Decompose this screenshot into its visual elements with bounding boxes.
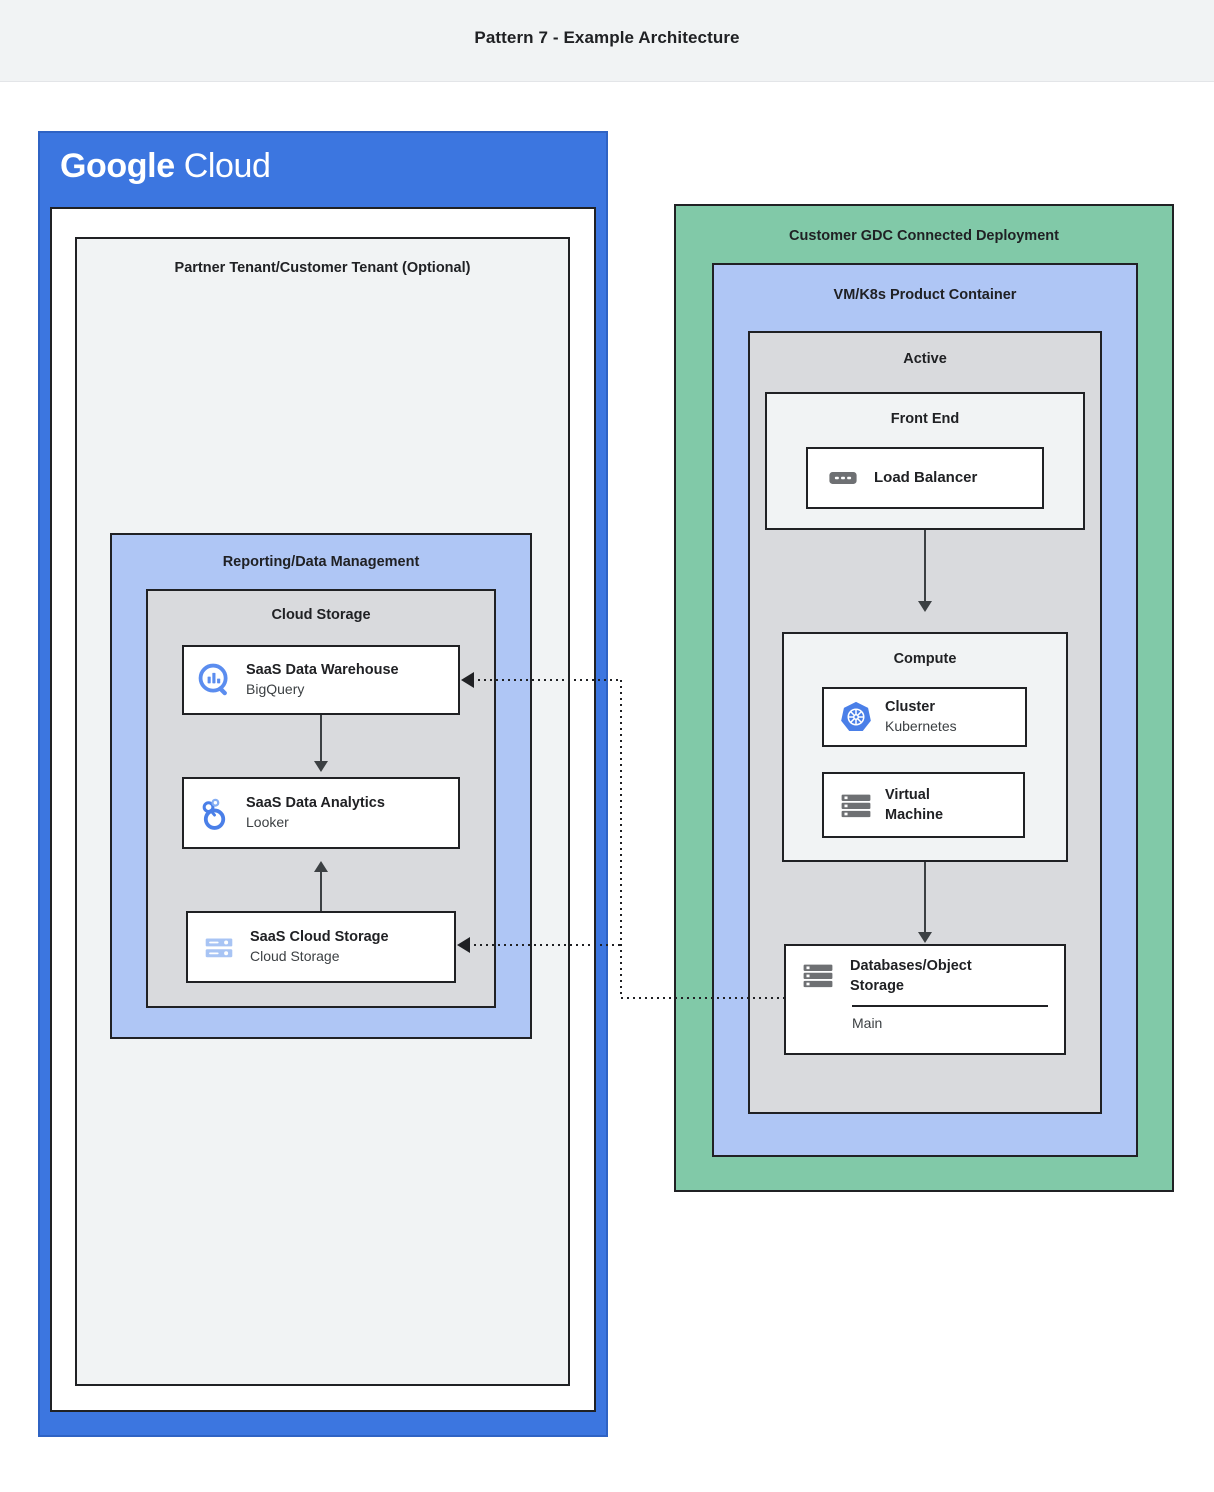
card-title: Virtual Machine	[885, 787, 944, 823]
arrowhead-down-databases	[918, 932, 932, 943]
dotted-line-databases-to-junction	[621, 997, 786, 999]
card-title: SaaS Data Warehouse	[246, 662, 399, 679]
logo-cloud-word: Cloud	[183, 147, 271, 185]
card-text: Databases/Object Storage	[850, 956, 972, 995]
looker-icon	[196, 794, 234, 832]
card-divider	[852, 1005, 1048, 1008]
dotted-line-vertical-trunk	[620, 680, 622, 998]
card-title: SaaS Cloud Storage	[250, 929, 389, 946]
connector-warehouse-to-analytics	[320, 715, 322, 763]
gdc-title: Customer GDC Connected Deployment	[789, 228, 1059, 244]
page-title: Pattern 7 - Example Architecture	[474, 28, 740, 47]
card-text: Load Balancer	[874, 468, 977, 488]
logo-google-word: Google	[60, 147, 175, 185]
card-title: Load Balancer	[874, 469, 978, 487]
header-band	[0, 0, 1214, 82]
card-databases-object-storage[interactable]: Databases/Object Storage Main	[784, 944, 1066, 1055]
partner-tenant-title: Partner Tenant/Customer Tenant (Optional…	[174, 260, 471, 276]
card-text: SaaS Data Warehouse BigQuery	[246, 660, 399, 699]
arrowhead-down-analytics	[314, 761, 328, 772]
reporting-title: Reporting/Data Management	[222, 554, 420, 570]
card-saas-cloud-storage[interactable]: SaaS Cloud Storage Cloud Storage	[186, 911, 456, 983]
card-title: Cluster	[885, 699, 935, 716]
card-subtitle: Cloud Storage	[250, 948, 340, 965]
dotted-line-to-data-warehouse	[478, 679, 621, 681]
connector-storage-to-analytics	[320, 872, 322, 912]
virtual-machine-icon	[838, 787, 874, 823]
card-title: SaaS Data Analytics	[246, 795, 385, 812]
card-row: Databases/Object Storage	[800, 956, 1050, 995]
kubernetes-icon	[838, 699, 874, 735]
card-cluster[interactable]: Cluster Kubernetes	[822, 687, 1027, 747]
card-text: SaaS Data Analytics Looker	[246, 793, 385, 832]
cloud-storage-icon	[200, 928, 238, 966]
bigquery-icon	[196, 661, 234, 699]
card-load-balancer[interactable]: Load Balancer	[806, 447, 1044, 509]
arrowhead-down-compute	[918, 601, 932, 612]
card-subtitle: Looker	[246, 814, 289, 831]
load-balancer-icon	[826, 461, 860, 495]
vmk8s-title: VM/K8s Product Container	[833, 287, 1017, 303]
arrowhead-up-analytics	[314, 861, 328, 872]
card-text: Cluster Kubernetes	[885, 697, 957, 736]
cloud-storage-title: Cloud Storage	[271, 607, 371, 623]
connector-compute-to-databases	[924, 862, 926, 934]
card-text: SaaS Cloud Storage Cloud Storage	[250, 927, 389, 966]
connector-frontend-to-compute	[924, 530, 926, 603]
card-text: Virtual Machine	[885, 785, 943, 824]
card-footer-label: Main	[852, 1015, 883, 1032]
card-title: Databases/Object Storage	[850, 958, 972, 994]
arrowhead-left-data-warehouse	[461, 672, 474, 688]
card-saas-data-analytics[interactable]: SaaS Data Analytics Looker	[182, 777, 460, 849]
card-subtitle: Kubernetes	[885, 718, 957, 735]
card-subtitle: BigQuery	[246, 681, 305, 698]
arrowhead-left-cloud-storage	[457, 937, 470, 953]
compute-title: Compute	[893, 651, 957, 667]
database-storage-icon	[800, 957, 836, 993]
dotted-line-to-cloud-storage	[474, 944, 621, 946]
active-title: Active	[903, 351, 947, 367]
card-virtual-machine[interactable]: Virtual Machine	[822, 772, 1025, 838]
front-end-title: Front End	[890, 411, 960, 427]
card-saas-data-warehouse[interactable]: SaaS Data Warehouse BigQuery	[182, 645, 460, 715]
